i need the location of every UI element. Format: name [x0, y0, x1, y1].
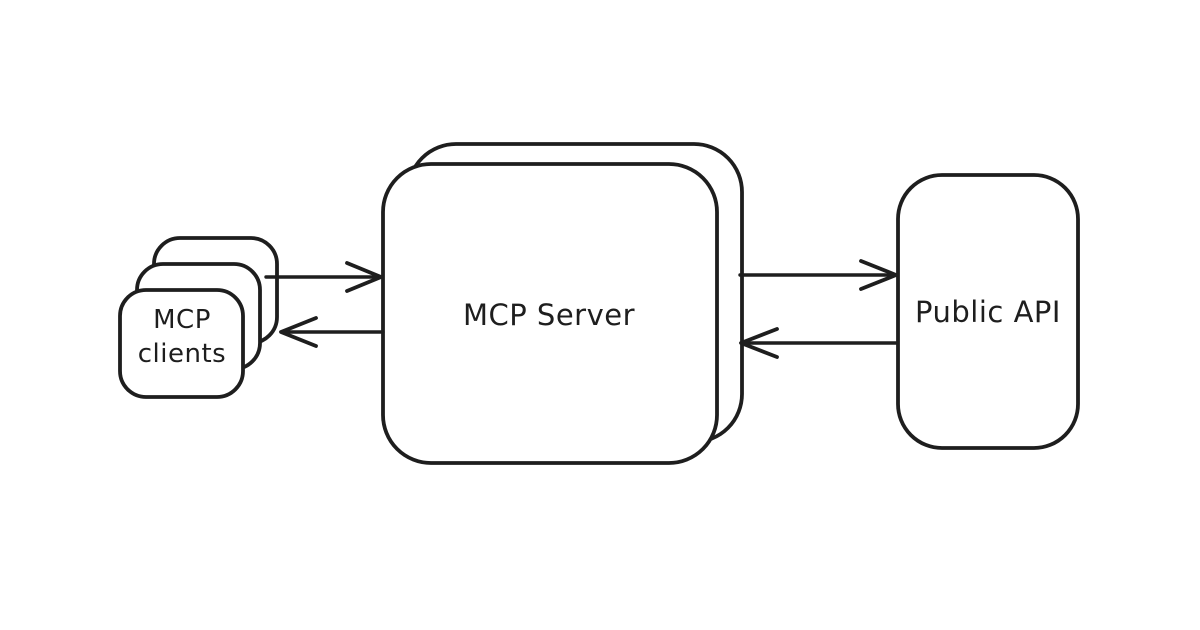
- arrow-server-to-clients-head: [279, 316, 318, 348]
- arrow-clients-to-server-head: [345, 261, 383, 293]
- arrow-api-to-server: [739, 327, 899, 359]
- mcp-clients-label-line2: clients: [138, 339, 226, 369]
- arrow-server-to-api: [738, 259, 898, 291]
- node-mcp-server: [381, 142, 744, 465]
- arrow-server-to-api-head: [859, 259, 898, 291]
- arrow-clients-to-server: [264, 261, 383, 293]
- arrow-server-to-clients: [279, 316, 385, 348]
- node-mcp-clients: [118, 236, 279, 399]
- mcp-clients-card-front: [118, 288, 245, 399]
- node-public-api: [896, 173, 1080, 450]
- public-api-label: Public API: [915, 295, 1061, 329]
- public-api-box: [896, 173, 1080, 450]
- mcp-server-box-front: [381, 162, 719, 465]
- mcp-clients-label-line1: MCP: [153, 305, 211, 335]
- mcp-server-label: MCP Server: [463, 298, 635, 332]
- arrow-api-to-server-head: [739, 327, 779, 359]
